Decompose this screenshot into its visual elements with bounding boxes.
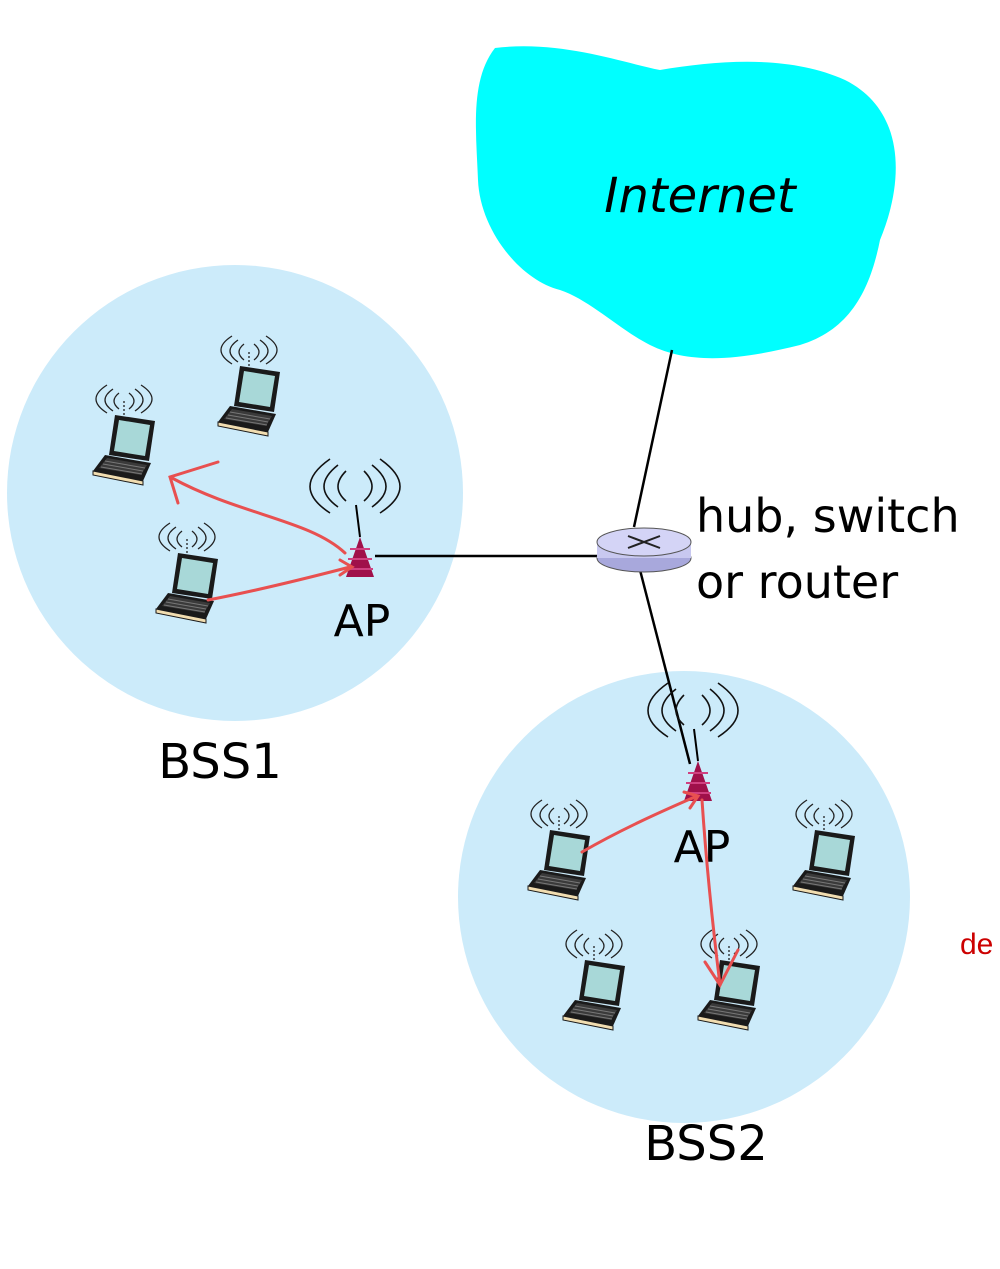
bss2-label: BSS2 xyxy=(644,1116,768,1172)
device-label-line2: or router xyxy=(696,555,898,609)
bss1-label: BSS1 xyxy=(158,734,282,790)
bss2-arrow-ap-to-laptop xyxy=(700,798,740,988)
ap1-label: AP xyxy=(334,596,391,647)
ap2-label: AP xyxy=(674,822,731,873)
bss1-arrow-laptop-to-ap xyxy=(206,558,355,602)
device-label-line1: hub, switch xyxy=(696,489,960,543)
link-router-ap2 xyxy=(638,569,692,765)
internet-label: Internet xyxy=(604,168,798,224)
internet-cloud xyxy=(475,46,896,359)
bss2-arrow-laptop-to-ap xyxy=(580,790,701,854)
bss1-coverage-area xyxy=(7,265,463,721)
router-icon xyxy=(596,527,692,573)
edge-text-fragment: de xyxy=(960,928,993,961)
link-internet-router xyxy=(632,349,674,528)
bss1-arrow-ap-to-laptop xyxy=(168,460,347,555)
